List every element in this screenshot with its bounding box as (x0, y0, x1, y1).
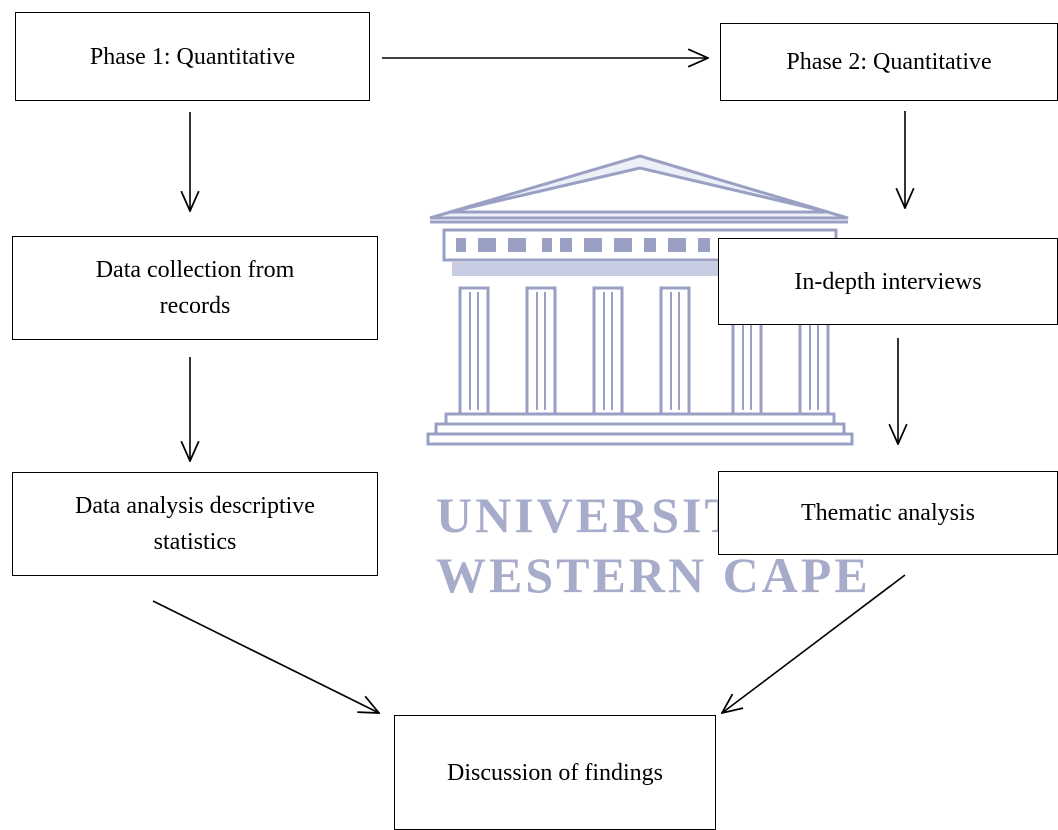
node-phase1: Phase 1: Quantitative (15, 12, 370, 101)
watermark-line2: WESTERN CAPE (436, 547, 871, 603)
node-phase2: Phase 2: Quantitative (720, 23, 1058, 101)
arrow-thematic-to-discussion (722, 574, 906, 713)
arrow-analysis-to-discussion (152, 600, 379, 713)
node-data-collection: Data collection from records (12, 236, 378, 340)
node-data-analysis: Data analysis descriptive statistics (12, 472, 378, 576)
node-interviews: In-depth interviews (718, 238, 1058, 325)
node-thematic: Thematic analysis (718, 471, 1058, 555)
node-discussion: Discussion of findings (394, 715, 716, 830)
